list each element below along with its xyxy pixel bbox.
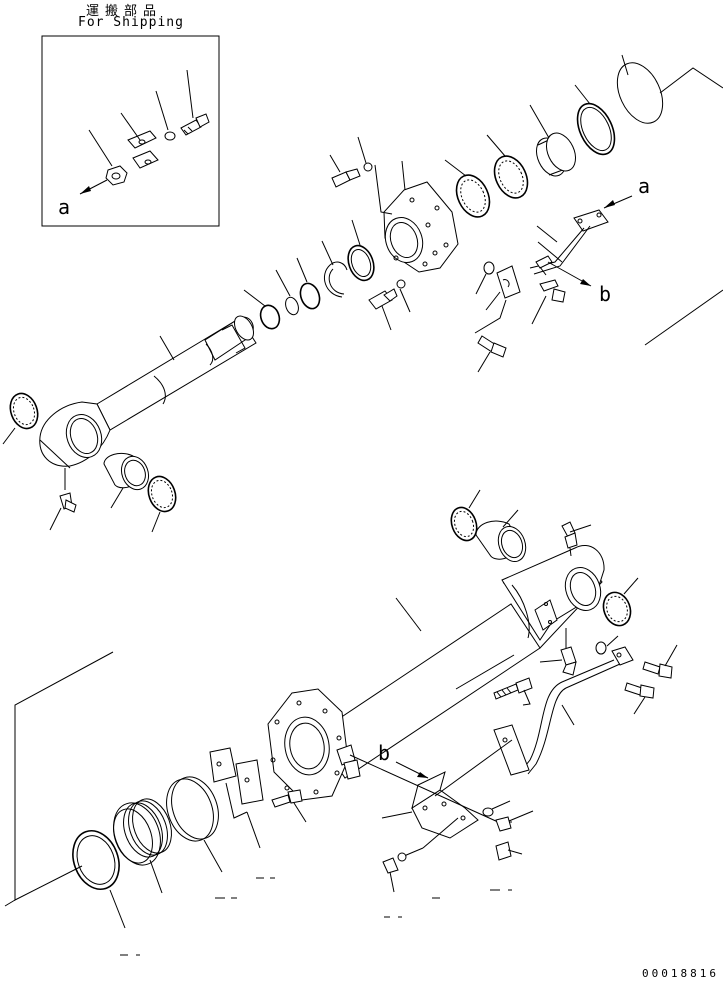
pipe-clamp-upper [485,265,521,311]
arrow-head [604,200,615,208]
bracket-line-left-lower [14,651,114,901]
view-letter-a-upper: a [638,174,650,198]
shipping-washer [155,90,176,141]
cylinder-flange [267,688,361,801]
lower-hydraulic-pipe [493,646,634,776]
dust-seal-large [616,54,664,124]
dust-seal-eye-right [147,475,177,533]
cylinder-head [383,160,459,273]
arrow-head [417,772,428,778]
grease-fitting-tube [561,521,592,557]
upper-hydraulic-pipe [529,209,609,275]
shipping-caption-japanese: 運搬部品 [86,4,163,19]
shipping-parts-box: a [41,35,220,227]
piston-half-clamp [209,747,264,849]
piston-seal [72,830,126,929]
arrow-head [80,186,91,194]
pipe-bolts-right [624,644,678,715]
bracket-line-right-bottom [644,289,723,346]
bracket-line-right-top [659,67,723,94]
head-bolt-bottom [368,279,411,331]
rod-bushing [529,104,577,177]
grease-fitting-rod [49,492,77,531]
head-bolt-top [329,136,393,215]
bracket-line-left-foot [4,899,16,907]
piston-rod [39,315,257,490]
clamp-bolt-upper [474,299,507,373]
u-packing [486,134,529,199]
buffer-ring [444,159,491,218]
rod-seal-ring [347,219,375,282]
shipping-half-clamp [120,112,159,169]
shipping-bolt [180,69,210,136]
backup-ring [296,257,321,310]
shipping-nut [88,129,128,186]
piston-bolt [271,789,307,823]
pipe-support-bracket [349,739,513,857]
dust-seal-eye-left [2,392,39,445]
o-ring-rod [275,269,299,316]
view-letter-b-lower: b [378,741,390,765]
piston-wear-ring [166,776,223,873]
head-o-ring [475,261,495,295]
view-letter-a-shipping: a [58,195,70,219]
drawing-number: 00018816 [642,967,719,980]
tube-dust-seal-right [602,577,639,627]
arrow-head [580,279,591,286]
eye-bushing [103,452,150,509]
snap-ring [321,240,348,298]
cylinder-tube [315,545,605,779]
view-letter-b-upper: b [599,282,611,306]
upper-pipe-bolts [531,255,566,325]
tube-o-ring [595,635,619,655]
bracket-fasteners [382,800,534,893]
tube-bushing [475,509,527,562]
elbow-fitting [539,628,577,676]
backup-ring-rod [243,289,281,330]
shipping-box-frame [41,35,220,227]
wear-ring [574,84,616,156]
tube-seal [450,489,481,542]
shipping-caption-english: For Shipping [78,15,184,30]
piston [113,798,172,894]
